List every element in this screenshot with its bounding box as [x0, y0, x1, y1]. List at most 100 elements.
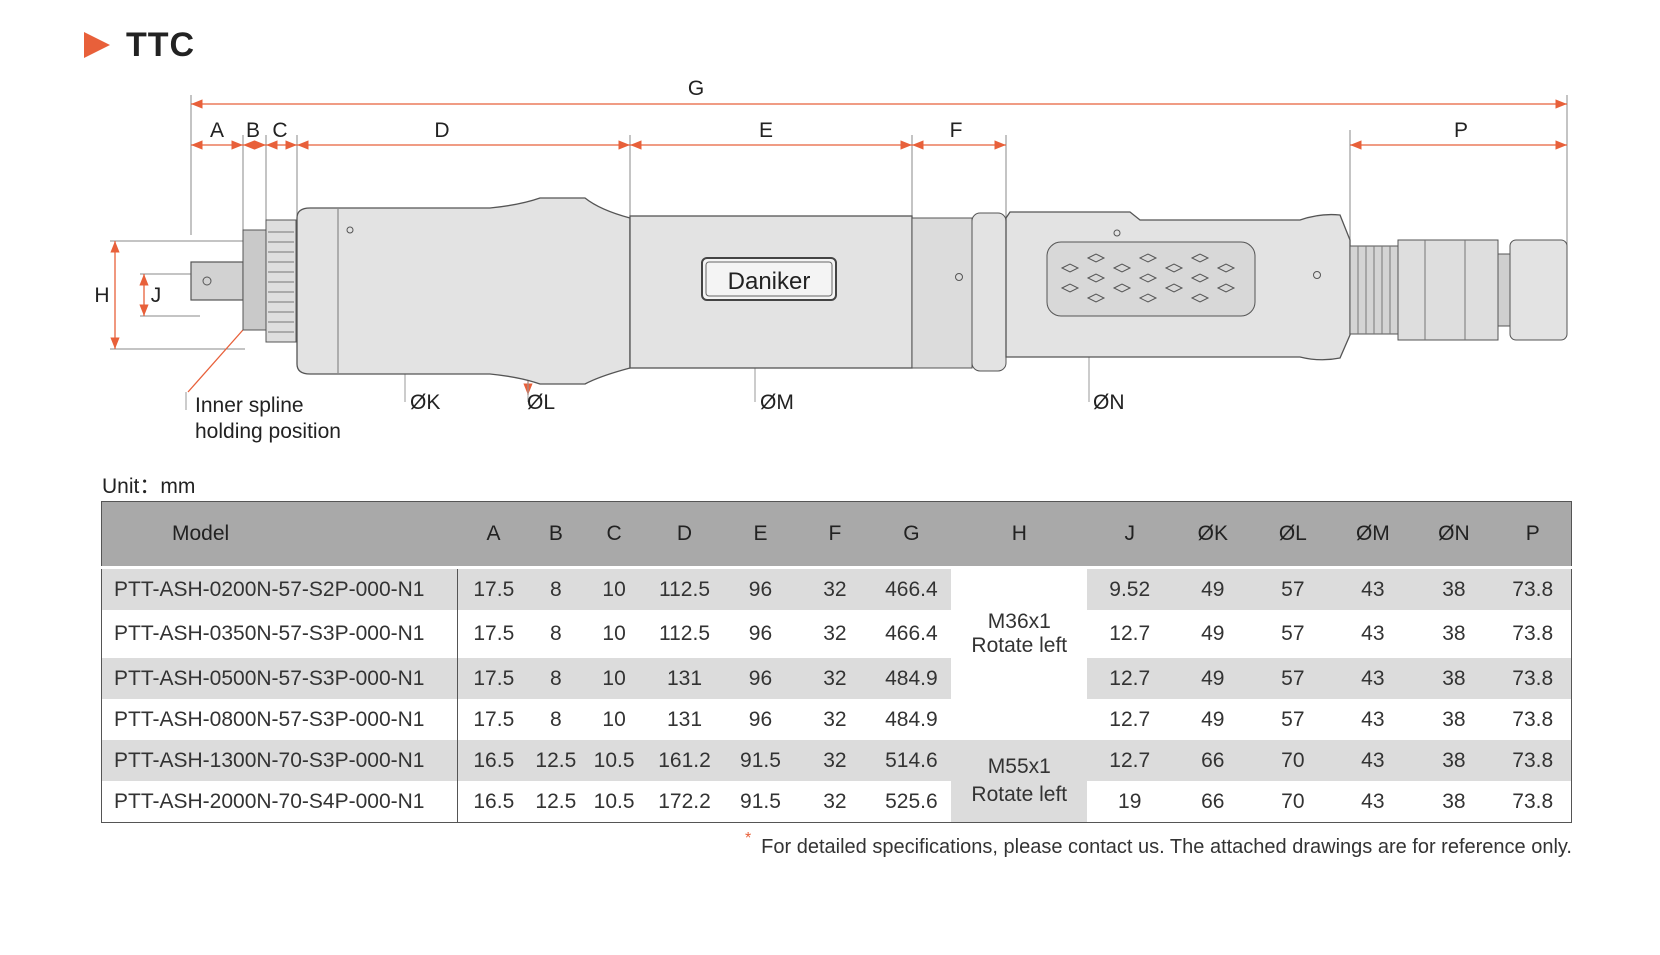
cell-j: 12.7 — [1087, 610, 1173, 658]
cell-g: 484.9 — [871, 699, 952, 740]
col-header-n: ØN — [1413, 501, 1495, 569]
dim-label-j: J — [151, 284, 162, 307]
cell-l: 57 — [1253, 567, 1333, 610]
cell-h-top — [951, 567, 1088, 610]
cell-m: 43 — [1332, 658, 1414, 699]
cell-a: 17.5 — [457, 658, 531, 699]
cell-n: 38 — [1413, 658, 1495, 699]
cell-k: 49 — [1172, 658, 1254, 699]
cell-p: 73.8 — [1494, 699, 1572, 740]
cell-l: 57 — [1253, 699, 1333, 740]
cell-h-group-1: M36x1 Rotate left — [951, 610, 1088, 658]
table-row: PTT-ASH-0500N-57-S3P-000-N1 17.5 8 10 13… — [101, 658, 1572, 699]
cell-d: 131 — [646, 699, 723, 740]
cell-g: 525.6 — [871, 781, 952, 823]
callout-inner-spline-line2: holding position — [195, 420, 341, 443]
cell-n: 38 — [1413, 610, 1495, 658]
cell-p: 73.8 — [1494, 740, 1572, 781]
cell-b: 8 — [530, 567, 582, 610]
dim-label-g: G — [688, 77, 704, 100]
table-row: PTT-ASH-1300N-70-S3P-000-N1 16.5 12.5 10… — [101, 740, 1572, 823]
cell-model: PTT-ASH-0350N-57-S3P-000-N1 — [101, 610, 458, 658]
cell-j: 12.7 — [1087, 699, 1173, 740]
cell-d: 161.2 — [646, 740, 723, 781]
cell-k: 49 — [1172, 610, 1254, 658]
footnote: * For detailed specifications, please con… — [745, 830, 1572, 859]
cell-c: 10 — [581, 699, 647, 740]
cell-j: 19 — [1087, 781, 1173, 823]
cell-e: 91.5 — [722, 781, 799, 823]
cell-c: 10 — [581, 658, 647, 699]
page-title: TTC — [126, 25, 196, 64]
tool-body: Daniker — [190, 197, 1568, 385]
cell-j: 12.7 — [1087, 658, 1173, 699]
table-row: PTT-ASH-0800N-57-S3P-000-N1 17.5 8 10 13… — [101, 699, 1572, 740]
cell-l: 57 — [1253, 658, 1333, 699]
col-header-g: G — [871, 501, 952, 569]
col-header-h: H — [951, 501, 1088, 569]
h-group-2-line1: M55x1 — [987, 755, 1051, 778]
cell-g: 484.9 — [871, 658, 952, 699]
cell-model: PTT-ASH-2000N-70-S4P-000-N1 — [101, 781, 458, 823]
cell-n: 38 — [1413, 740, 1495, 781]
cell-b: 12.5 — [530, 781, 582, 823]
cell-e: 96 — [722, 658, 799, 699]
table-row: PTT-ASH-2000N-70-S4P-000-N1 16.5 12.5 10… — [101, 781, 1572, 823]
cell-e: 96 — [722, 567, 799, 610]
cell-p: 73.8 — [1494, 567, 1572, 610]
dim-label-h: H — [94, 284, 109, 307]
spec-table: Model A B C D E F G H J ØK ØL ØM ØN P PT… — [101, 501, 1572, 823]
cell-f: 32 — [798, 740, 872, 781]
cell-a: 16.5 — [457, 740, 531, 781]
cell-h-group-2: M55x1 Rotate left — [951, 740, 1088, 823]
cell-f: 32 — [798, 610, 872, 658]
dim-label-m: ØM — [760, 391, 794, 414]
dim-label-c: C — [272, 119, 287, 142]
cell-c: 10 — [581, 610, 647, 658]
extension-lines — [110, 95, 1568, 350]
cell-a: 17.5 — [457, 699, 531, 740]
table-row: PTT-ASH-0350N-57-S3P-000-N1 17.5 8 10 11… — [101, 610, 1572, 658]
cell-h-blank — [951, 699, 1088, 740]
footnote-text: For detailed specifications, please cont… — [761, 836, 1572, 858]
cell-g: 466.4 — [871, 567, 952, 610]
col-header-j: J — [1087, 501, 1173, 569]
cell-d: 112.5 — [646, 567, 723, 610]
cell-n: 38 — [1413, 699, 1495, 740]
play-arrow-icon — [84, 32, 110, 58]
cell-k: 49 — [1172, 567, 1254, 610]
cell-b: 8 — [530, 699, 582, 740]
cell-p: 73.8 — [1494, 610, 1572, 658]
cell-f: 32 — [798, 658, 872, 699]
callout-inner-spline-line1: Inner spline — [195, 394, 304, 417]
col-header-a: A — [457, 501, 531, 569]
cell-k: 66 — [1172, 781, 1254, 823]
col-header-f: F — [798, 501, 872, 569]
cell-e: 91.5 — [722, 740, 799, 781]
dim-label-b: B — [246, 119, 260, 142]
col-header-k: ØK — [1172, 501, 1254, 569]
col-header-l: ØL — [1253, 501, 1333, 569]
dim-label-f: F — [950, 119, 963, 142]
cell-d: 172.2 — [646, 781, 723, 823]
cell-g: 514.6 — [871, 740, 952, 781]
dim-label-k: ØK — [410, 391, 440, 414]
cell-c: 10.5 — [581, 781, 647, 823]
cell-m: 43 — [1332, 699, 1414, 740]
cell-b: 8 — [530, 658, 582, 699]
cell-m: 43 — [1332, 610, 1414, 658]
h-group-1-line2: Rotate left — [971, 634, 1068, 657]
col-header-c: C — [581, 501, 647, 569]
cell-f: 32 — [798, 567, 872, 610]
footnote-star: * — [744, 830, 752, 847]
cell-d: 131 — [646, 658, 723, 699]
h-group-2-line2: Rotate left — [971, 783, 1068, 806]
cell-p: 73.8 — [1494, 781, 1572, 823]
cell-b: 8 — [530, 610, 582, 658]
cell-l: 57 — [1253, 610, 1333, 658]
dim-label-a: A — [210, 119, 224, 142]
cell-l: 70 — [1253, 740, 1333, 781]
cell-k: 66 — [1172, 740, 1254, 781]
cell-h-mid — [951, 658, 1088, 699]
cell-l: 70 — [1253, 781, 1333, 823]
